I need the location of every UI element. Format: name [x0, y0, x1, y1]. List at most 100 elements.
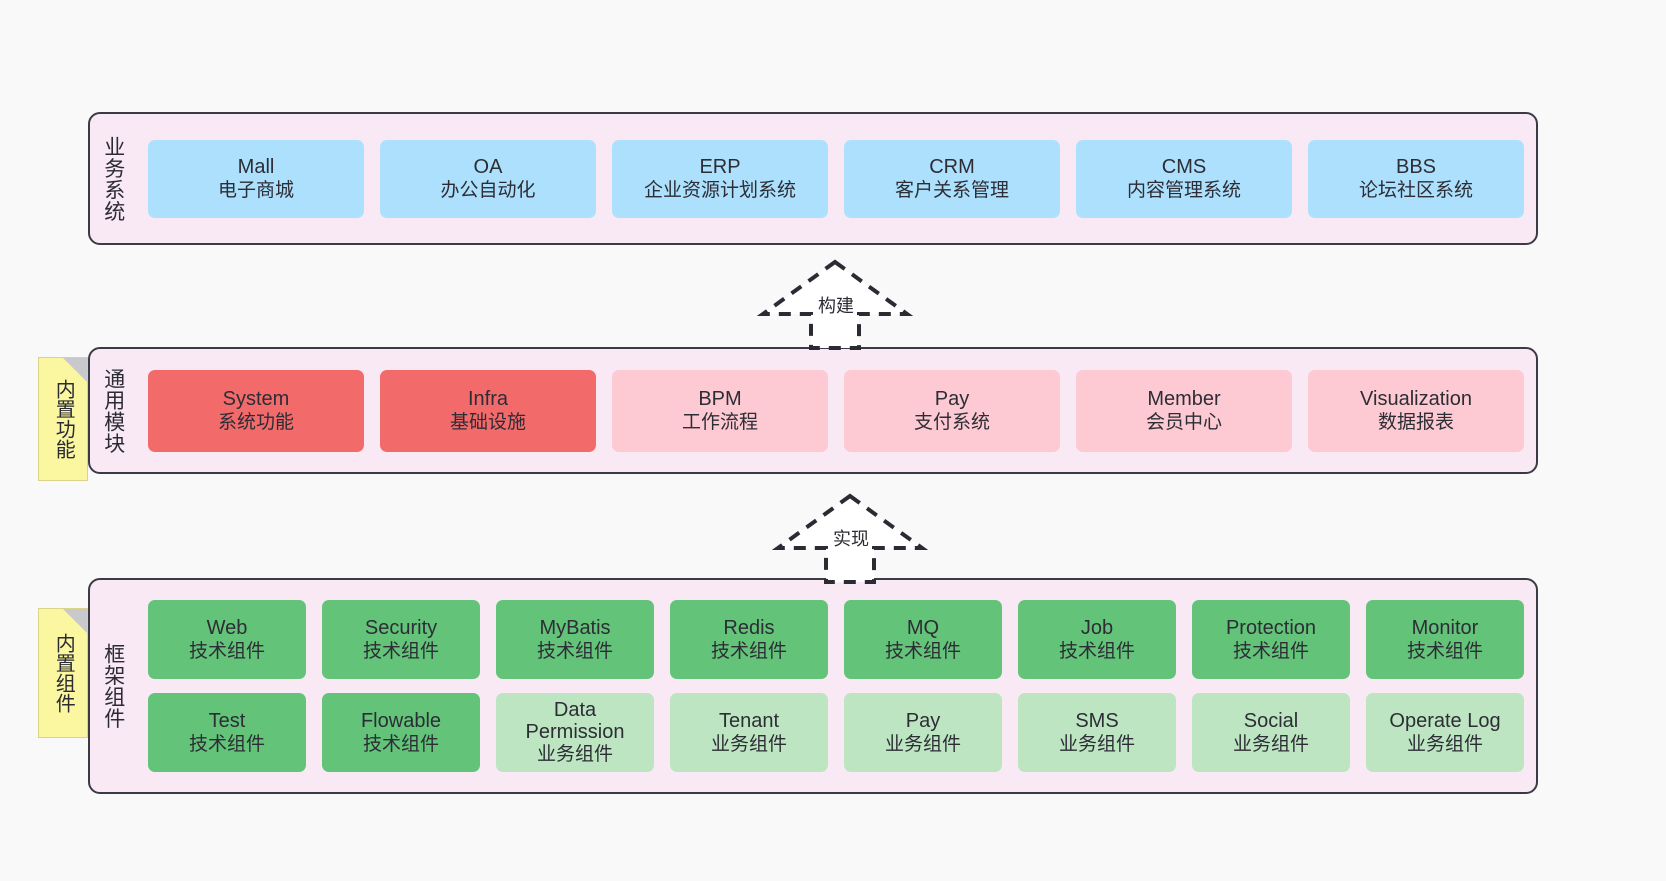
- sticky-note-label: 内置功能: [52, 379, 75, 459]
- layer-framework-components-title: 框架组件: [101, 643, 125, 729]
- business-card-crm[interactable]: CRM 客户关系管理: [844, 139, 1060, 218]
- framework-card-redis[interactable]: Redis 技术组件: [670, 600, 828, 679]
- connector-label-build: 构建: [818, 296, 854, 316]
- framework-card-flowable[interactable]: Flowable 技术组件: [322, 693, 480, 772]
- sticky-note-label: 内置组件: [52, 633, 75, 713]
- sticky-note-builtin-features: 内置功能: [38, 357, 88, 481]
- card-title: Visualization: [1360, 387, 1472, 410]
- card-subtitle: 业务组件: [884, 734, 961, 756]
- card-title: Member: [1147, 387, 1221, 410]
- card-subtitle: 技术组件: [1406, 641, 1483, 663]
- card-title: System: [222, 387, 290, 410]
- module-card-member[interactable]: Member 会员中心: [1076, 369, 1292, 452]
- card-subtitle: 技术组件: [1232, 641, 1309, 663]
- business-card-bbs[interactable]: BBS 论坛社区系统: [1308, 139, 1524, 218]
- card-subtitle: 技术组件: [536, 641, 613, 663]
- card-subtitle: 内容管理系统: [1126, 180, 1241, 202]
- card-title: CMS: [1161, 155, 1207, 178]
- connector-arrow-build: [756, 259, 914, 350]
- framework-card-mq[interactable]: MQ 技术组件: [844, 600, 1002, 679]
- card-title: ERP: [699, 155, 741, 178]
- card-subtitle: 数据报表: [1377, 412, 1454, 434]
- sticky-note-builtin-components: 内置组件: [38, 608, 88, 738]
- layer-business-system-body: Mall 电子商城 OA 办公自动化 ERP 企业资源计划系统 CRM 客户关系…: [136, 114, 1536, 243]
- framework-card-pay[interactable]: Pay 业务组件: [844, 693, 1002, 772]
- card-subtitle: 技术组件: [362, 641, 439, 663]
- card-title: Operate Log: [1389, 709, 1501, 732]
- card-title: Security: [364, 616, 438, 639]
- framework-card-job[interactable]: Job 技术组件: [1018, 600, 1176, 679]
- card-title: BBS: [1395, 155, 1437, 178]
- module-card-row: System 系统功能 Infra 基础设施 BPM 工作流程 Pay 支付系统…: [148, 369, 1524, 452]
- card-subtitle: 业务组件: [710, 734, 787, 756]
- framework-card-operate-log[interactable]: Operate Log 业务组件: [1366, 693, 1524, 772]
- business-card-mall[interactable]: Mall 电子商城: [148, 139, 364, 218]
- framework-card-security[interactable]: Security 技术组件: [322, 600, 480, 679]
- card-subtitle: 办公自动化: [440, 180, 536, 202]
- card-subtitle: 工作流程: [681, 412, 758, 434]
- layer-common-modules: 通用模块 System 系统功能 Infra 基础设施 BPM 工作流程 Pay…: [88, 347, 1538, 474]
- hollow-arrow-shape: [771, 493, 929, 584]
- card-title: SMS: [1075, 709, 1119, 732]
- card-subtitle: 业务组件: [1406, 734, 1483, 756]
- card-subtitle: 基础设施: [449, 412, 526, 434]
- card-title: Redis: [723, 616, 775, 639]
- card-subtitle: 技术组件: [188, 641, 265, 663]
- framework-card-row-1: Web 技术组件 Security 技术组件 MyBatis 技术组件 Redi…: [148, 600, 1524, 679]
- module-card-visualization[interactable]: Visualization 数据报表: [1308, 369, 1524, 452]
- card-subtitle: 业务组件: [1232, 734, 1309, 756]
- business-card-cms[interactable]: CMS 内容管理系统: [1076, 139, 1292, 218]
- framework-card-sms[interactable]: SMS 业务组件: [1018, 693, 1176, 772]
- card-subtitle: 系统功能: [217, 412, 294, 434]
- framework-card-row-2: Test 技术组件 Flowable 技术组件 Data Permission …: [148, 693, 1524, 772]
- business-card-oa[interactable]: OA 办公自动化: [380, 139, 596, 218]
- card-subtitle: 业务组件: [536, 744, 613, 766]
- card-subtitle: 技术组件: [1058, 641, 1135, 663]
- connector-arrow-implement: [771, 493, 929, 584]
- card-subtitle: 客户关系管理: [894, 180, 1009, 202]
- card-title: Social: [1243, 709, 1299, 732]
- hollow-arrow-shape: [756, 259, 914, 350]
- framework-card-data-permission[interactable]: Data Permission 业务组件: [496, 693, 654, 772]
- sticky-fold-icon: [63, 358, 87, 382]
- layer-common-modules-title: 通用模块: [101, 367, 125, 454]
- card-subtitle: 技术组件: [884, 641, 961, 663]
- card-title: BPM: [698, 387, 742, 410]
- card-title: Infra: [467, 387, 509, 410]
- card-subtitle: 电子商城: [217, 180, 294, 202]
- card-title: Mall: [237, 155, 275, 178]
- card-subtitle: 支付系统: [913, 412, 990, 434]
- framework-card-protection[interactable]: Protection 技术组件: [1192, 600, 1350, 679]
- card-title: CRM: [929, 155, 975, 178]
- card-title: Protection: [1225, 616, 1317, 639]
- module-card-pay[interactable]: Pay 支付系统: [844, 369, 1060, 452]
- framework-card-monitor[interactable]: Monitor 技术组件: [1366, 600, 1524, 679]
- card-title: MyBatis: [539, 616, 611, 639]
- layer-business-system: 业务系统 Mall 电子商城 OA 办公自动化 ERP 企业资源计划系统 CRM…: [88, 112, 1538, 245]
- card-subtitle: 技术组件: [188, 734, 265, 756]
- layer-common-modules-body: System 系统功能 Infra 基础设施 BPM 工作流程 Pay 支付系统…: [136, 349, 1536, 472]
- module-card-system[interactable]: System 系统功能: [148, 369, 364, 452]
- card-subtitle: 企业资源计划系统: [643, 180, 796, 202]
- card-subtitle: 技术组件: [710, 641, 787, 663]
- card-subtitle: 业务组件: [1058, 734, 1135, 756]
- framework-card-mybatis[interactable]: MyBatis 技术组件: [496, 600, 654, 679]
- framework-card-social[interactable]: Social 业务组件: [1192, 693, 1350, 772]
- layer-business-system-title: 业务系统: [101, 135, 125, 222]
- sticky-fold-icon: [63, 609, 87, 633]
- card-subtitle: 会员中心: [1145, 412, 1222, 434]
- framework-card-test[interactable]: Test 技术组件: [148, 693, 306, 772]
- card-subtitle: 论坛社区系统: [1358, 180, 1473, 202]
- framework-card-web[interactable]: Web 技术组件: [148, 600, 306, 679]
- module-card-bpm[interactable]: BPM 工作流程: [612, 369, 828, 452]
- card-title: OA: [473, 155, 503, 178]
- framework-card-tenant[interactable]: Tenant 业务组件: [670, 693, 828, 772]
- module-card-infra[interactable]: Infra 基础设施: [380, 369, 596, 452]
- card-title: Test: [208, 709, 246, 732]
- connector-label-implement: 实现: [833, 529, 869, 549]
- card-title: Web: [206, 616, 248, 639]
- business-card-erp[interactable]: ERP 企业资源计划系统: [612, 139, 828, 218]
- business-card-row: Mall 电子商城 OA 办公自动化 ERP 企业资源计划系统 CRM 客户关系…: [148, 139, 1524, 218]
- layer-framework-components-body: Web 技术组件 Security 技术组件 MyBatis 技术组件 Redi…: [136, 580, 1536, 792]
